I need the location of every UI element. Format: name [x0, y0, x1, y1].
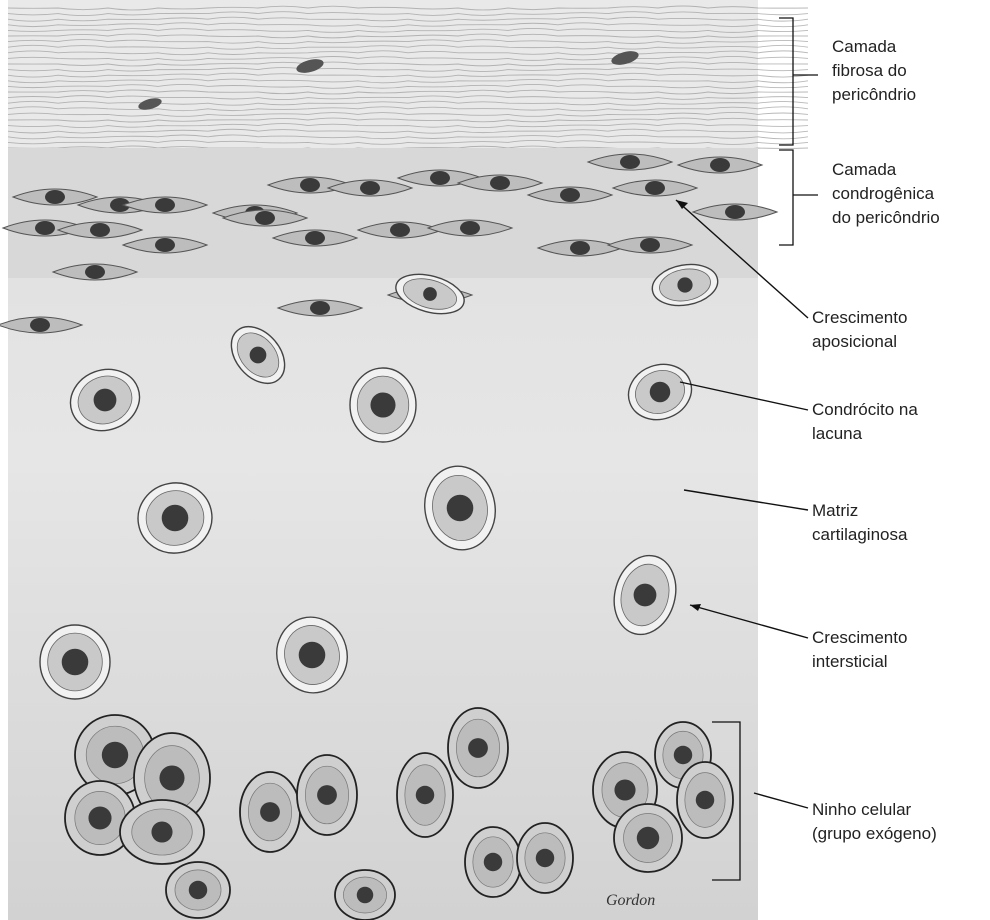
- chondroblast-nucleus: [620, 155, 640, 169]
- chondrocyte-nucleus: [62, 649, 89, 676]
- nest-nucleus: [536, 849, 554, 867]
- chondroblast-nucleus: [560, 188, 580, 202]
- chondroblast-nucleus: [255, 211, 275, 225]
- bracket-condrogenica: [779, 150, 818, 245]
- nest-nucleus: [102, 742, 128, 768]
- fibrous-layer: [8, 0, 808, 150]
- chondroblast-nucleus: [460, 221, 480, 235]
- chondrocyte-nucleus: [250, 347, 267, 364]
- label-condrocito: Condrócito na lacuna: [812, 400, 923, 443]
- chondrocyte-nucleus: [634, 584, 657, 607]
- chondroblast-nucleus: [570, 241, 590, 255]
- chondroblast-nucleus: [710, 158, 730, 172]
- chondrocyte-nucleus: [370, 392, 395, 417]
- nest-nucleus: [317, 785, 337, 805]
- nest-nucleus: [674, 746, 692, 764]
- leader-ninho: [754, 793, 808, 808]
- chondroblast-nucleus: [300, 178, 320, 192]
- nest-nucleus: [260, 802, 280, 822]
- chondroblast-nucleus: [45, 190, 65, 204]
- chondroblast-nucleus: [155, 198, 175, 212]
- chondroblast-nucleus: [390, 223, 410, 237]
- chondroblast-nucleus: [155, 238, 175, 252]
- chondroblast-nucleus: [310, 301, 330, 315]
- tissue-drawing: Gordon: [0, 0, 808, 920]
- nest-nucleus: [357, 887, 374, 904]
- chondroblast-nucleus: [90, 223, 110, 237]
- label-matriz: Matriz cartilaginosa: [812, 501, 908, 544]
- nest-nucleus: [468, 738, 488, 758]
- chondrocyte-nucleus: [447, 495, 474, 522]
- chondroblast-nucleus: [725, 205, 745, 219]
- chondrocyte-nucleus: [162, 505, 189, 532]
- nest-nucleus: [696, 791, 714, 809]
- nest-nucleus: [189, 881, 207, 899]
- label-condrogenica: Camada condrogênica do pericôndrio: [832, 160, 940, 227]
- nest-nucleus: [637, 827, 659, 849]
- label-intersticial: Crescimento intersticial: [812, 628, 912, 671]
- chondroblast-nucleus: [85, 265, 105, 279]
- artist-signature: Gordon: [606, 892, 655, 909]
- chondroblast-nucleus: [30, 318, 50, 332]
- chondroblast-nucleus: [305, 231, 325, 245]
- chondrocyte-nucleus: [677, 277, 692, 292]
- fibrous-band: [8, 0, 758, 150]
- chondrocyte-nucleus: [299, 642, 326, 669]
- nest-nucleus: [151, 821, 172, 842]
- nest-nucleus: [88, 806, 111, 829]
- chondroblast-nucleus: [360, 181, 380, 195]
- nest-nucleus: [159, 765, 184, 790]
- chondroblast-nucleus: [35, 221, 55, 235]
- label-ninho: Ninho celular (grupo exógeno): [812, 800, 937, 843]
- label-aposicional: Crescimento aposicional: [812, 308, 912, 351]
- chondroblast-nucleus: [640, 238, 660, 252]
- chondroblast-nucleus: [430, 171, 450, 185]
- nest-nucleus: [416, 786, 434, 804]
- nest-nucleus: [614, 779, 635, 800]
- nest-nucleus: [484, 853, 502, 871]
- chondrocyte-nucleus: [423, 287, 437, 301]
- chondrocyte-nucleus: [94, 389, 117, 412]
- chondrocyte-nucleus: [650, 382, 671, 403]
- label-fibrosa: Camada fibrosa do pericôndrio: [832, 37, 916, 104]
- chondroblast-nucleus: [645, 181, 665, 195]
- chondroblast-nucleus: [490, 176, 510, 190]
